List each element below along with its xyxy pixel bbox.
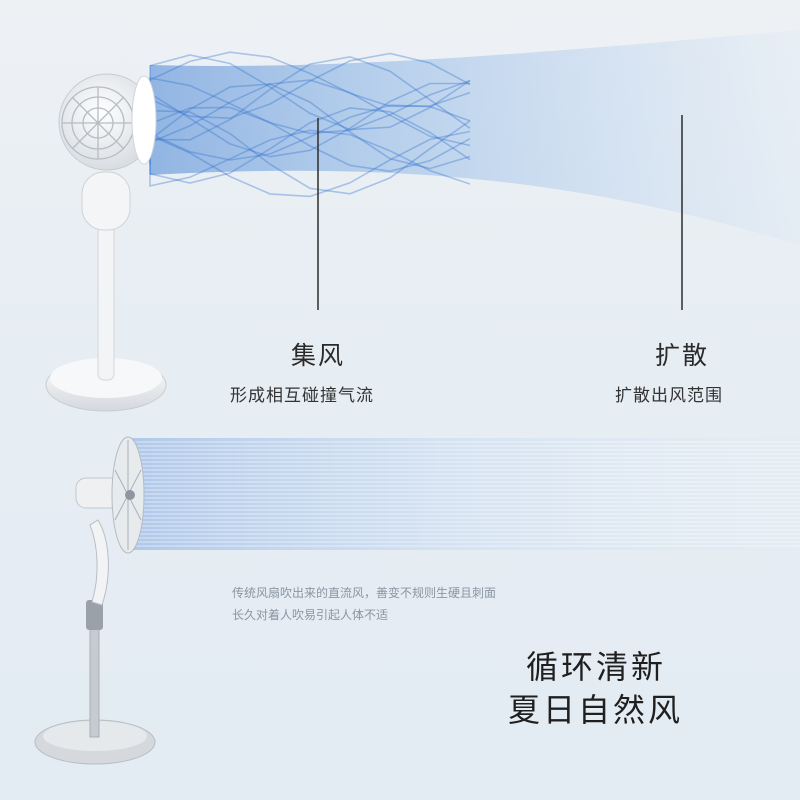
slogan-line1: 循环清新 — [526, 648, 667, 686]
airflow-weave — [149, 55, 471, 141]
feature-subtitle-concentrate: 形成相互碰撞气流 — [230, 386, 374, 406]
airflow-weave — [149, 104, 471, 161]
airflow-weave — [149, 106, 471, 173]
straight-airflow — [125, 438, 800, 550]
airflow-weave — [149, 129, 471, 187]
airflow-weave — [149, 83, 471, 170]
airflow-weave — [149, 77, 471, 135]
airflow-weave — [149, 54, 471, 131]
circulation-fan — [45, 73, 167, 412]
airflow-weave — [149, 51, 471, 108]
feature-title-concentrate: 集风 — [291, 341, 346, 370]
airflow-weave — [149, 52, 471, 120]
comparison-note-line2: 长久对着人吹易引起人体不适 — [232, 608, 389, 622]
airflow-weave — [149, 130, 471, 198]
airflow-weave — [149, 107, 471, 184]
airflow-weave — [149, 82, 470, 158]
airflow-weave — [149, 109, 471, 195]
feature-subtitle-diffuse: 扩散出风范围 — [615, 386, 723, 406]
comparison-note-line1: 传统风扇吹出来的直流风，善变不规则生硬且刺面 — [232, 586, 497, 600]
feature-title-diffuse: 扩散 — [655, 341, 710, 370]
concentrated-airflow — [149, 30, 800, 245]
traditional-fan — [34, 436, 156, 765]
airflow-weave — [149, 79, 471, 147]
slogan-line2: 夏日自然风 — [508, 691, 684, 729]
